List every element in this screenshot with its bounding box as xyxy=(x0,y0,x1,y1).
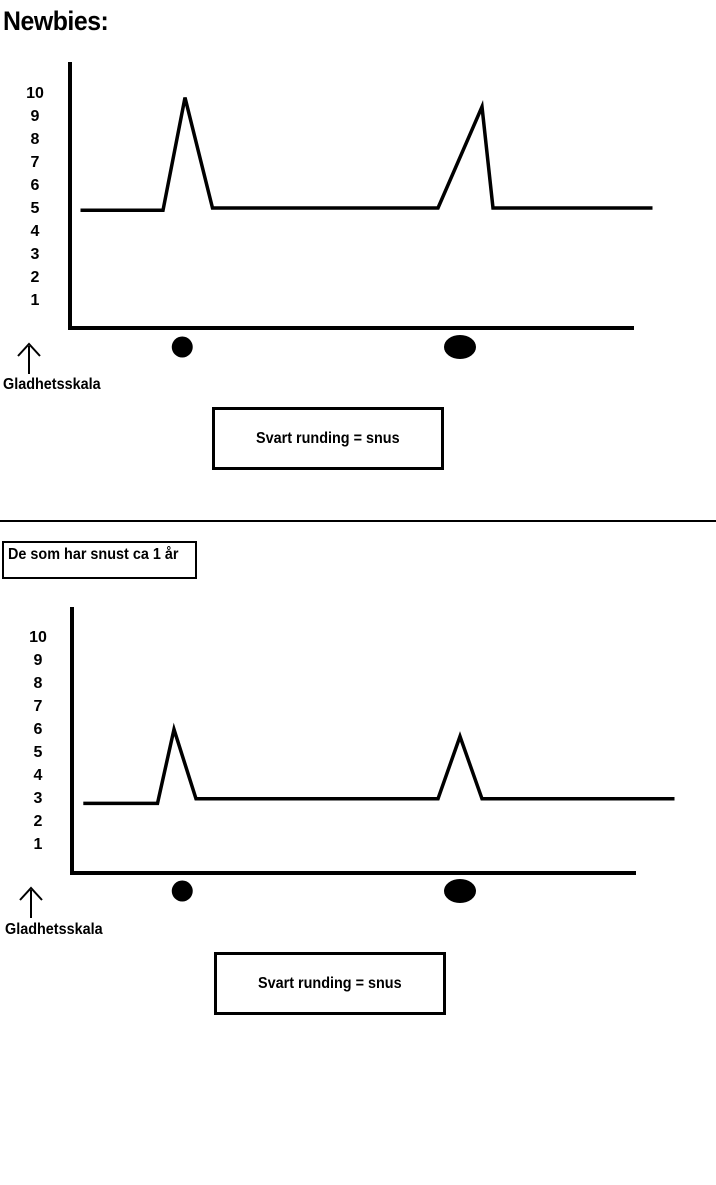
page-title: Newbies: xyxy=(3,6,109,36)
y-tick-label: 7 xyxy=(33,698,43,715)
y-tick-label: 7 xyxy=(30,154,40,171)
y-tick-label: 10 xyxy=(29,629,47,646)
y-axis-label: Gladhetsskala xyxy=(5,921,103,938)
y-tick-label: 8 xyxy=(30,131,40,148)
happiness-line xyxy=(83,722,675,806)
legend-text: Svart runding = snus xyxy=(256,429,400,447)
y-tick-label: 9 xyxy=(30,108,40,125)
snus-marker xyxy=(171,880,193,902)
y-tick-label: 4 xyxy=(30,223,40,240)
up-arrow-head xyxy=(17,342,41,357)
snus-marker xyxy=(444,335,476,359)
y-tick-label: 3 xyxy=(33,790,43,807)
section-divider xyxy=(0,520,716,522)
happiness-line xyxy=(80,97,653,213)
section-title: De som har snust ca 1 år xyxy=(8,546,179,563)
up-arrow-head xyxy=(19,886,43,901)
y-tick-label: 5 xyxy=(30,200,40,217)
y-tick-labels: 10 9 8 7 6 5 4 3 2 1 xyxy=(24,82,46,312)
y-tick-label: 3 xyxy=(30,246,40,263)
y-axis-label: Gladhetsskala xyxy=(3,376,101,393)
snus-marker xyxy=(444,879,476,903)
y-tick-label: 1 xyxy=(30,292,40,309)
y-tick-label: 4 xyxy=(33,767,43,784)
y-tick-label: 10 xyxy=(26,85,44,102)
legend-box: Svart runding = snus xyxy=(212,407,444,470)
y-tick-label: 8 xyxy=(33,675,43,692)
y-tick-label: 6 xyxy=(33,721,43,738)
legend-box: Svart runding = snus xyxy=(214,952,446,1015)
y-tick-label: 2 xyxy=(33,813,43,830)
y-tick-labels: 10 9 8 7 6 5 4 3 2 1 xyxy=(27,626,49,856)
y-tick-label: 2 xyxy=(30,269,40,286)
happiness-chart-newbies xyxy=(17,62,653,374)
y-tick-label: 1 xyxy=(33,836,43,853)
y-tick-label: 5 xyxy=(33,744,43,761)
snus-marker xyxy=(171,336,193,358)
y-tick-label: 9 xyxy=(33,652,43,669)
section-title-box: De som har snust ca 1 år xyxy=(2,541,197,579)
legend-text: Svart runding = snus xyxy=(258,974,402,992)
y-tick-label: 6 xyxy=(30,177,40,194)
